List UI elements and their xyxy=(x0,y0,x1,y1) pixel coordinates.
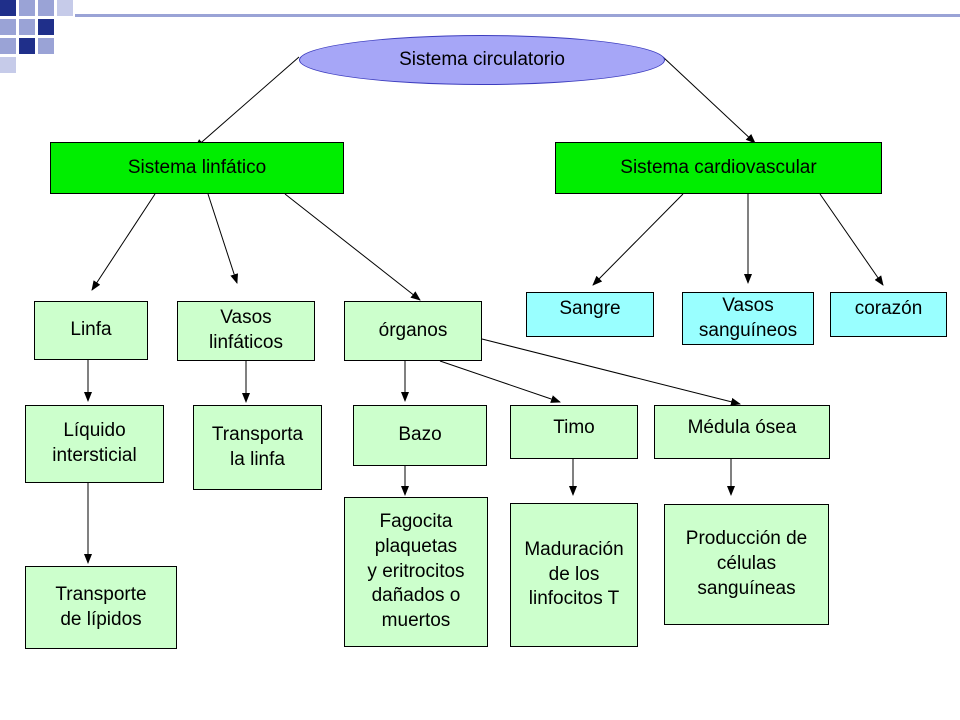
edge-lymphatic-vasos xyxy=(207,193,239,284)
node-sistema-circulatorio: Sistema circulatorio xyxy=(299,35,665,85)
node-liquido-intersticial: Líquido intersticial xyxy=(25,405,164,483)
decor-square-9 xyxy=(19,38,35,54)
node-produccion: Producción de células sanguíneas xyxy=(664,504,829,625)
node-sangre: Sangre xyxy=(526,292,654,337)
decor-square-11 xyxy=(38,38,54,54)
edge-cardio-sangre xyxy=(592,193,684,286)
edge-cardio-corazon xyxy=(819,193,884,286)
node-maduracion: Maduración de los linfocitos T xyxy=(510,503,638,647)
decor-square-1 xyxy=(0,0,16,16)
node-bazo: Bazo xyxy=(353,405,487,466)
edge-organos-medula xyxy=(481,338,741,406)
decor-square-10 xyxy=(0,57,16,73)
node-corazon: corazón xyxy=(830,292,947,337)
node-fagocita: Fagocita plaquetas y eritrocitos dañados… xyxy=(344,497,488,647)
node-transporta-la-linfa: Transporta la linfa xyxy=(193,405,322,490)
node-medula-osea: Médula ósea xyxy=(654,405,830,459)
edge-lymphatic-linfa xyxy=(91,193,156,291)
decor-square-2 xyxy=(19,0,35,16)
decor-square-8 xyxy=(0,38,16,54)
node-sistema-linfatico: Sistema linfático xyxy=(50,142,344,194)
node-transporte-lipidos: Transporte de lípidos xyxy=(25,566,177,649)
decor-square-6 xyxy=(19,19,35,35)
node-sistema-cardiovascular: Sistema cardiovascular xyxy=(555,142,882,194)
node-vasos-sanguineos: Vasos sanguíneos xyxy=(682,292,814,345)
node-linfa: Linfa xyxy=(34,301,148,360)
decor-square-4 xyxy=(57,0,73,16)
edge-organos-timo xyxy=(439,360,561,403)
decor-bar xyxy=(75,14,960,17)
edge-root-cardio xyxy=(662,56,756,144)
node-vasos-linfaticos: Vasos linfáticos xyxy=(177,301,315,361)
edge-root-lymphatic xyxy=(194,56,300,149)
node-organos: órganos xyxy=(344,301,482,361)
decor-square-5 xyxy=(0,19,16,35)
decor-square-7 xyxy=(38,19,54,35)
edge-lymphatic-organos xyxy=(284,193,421,301)
decor-square-3 xyxy=(38,0,54,16)
node-timo: Timo xyxy=(510,405,638,459)
